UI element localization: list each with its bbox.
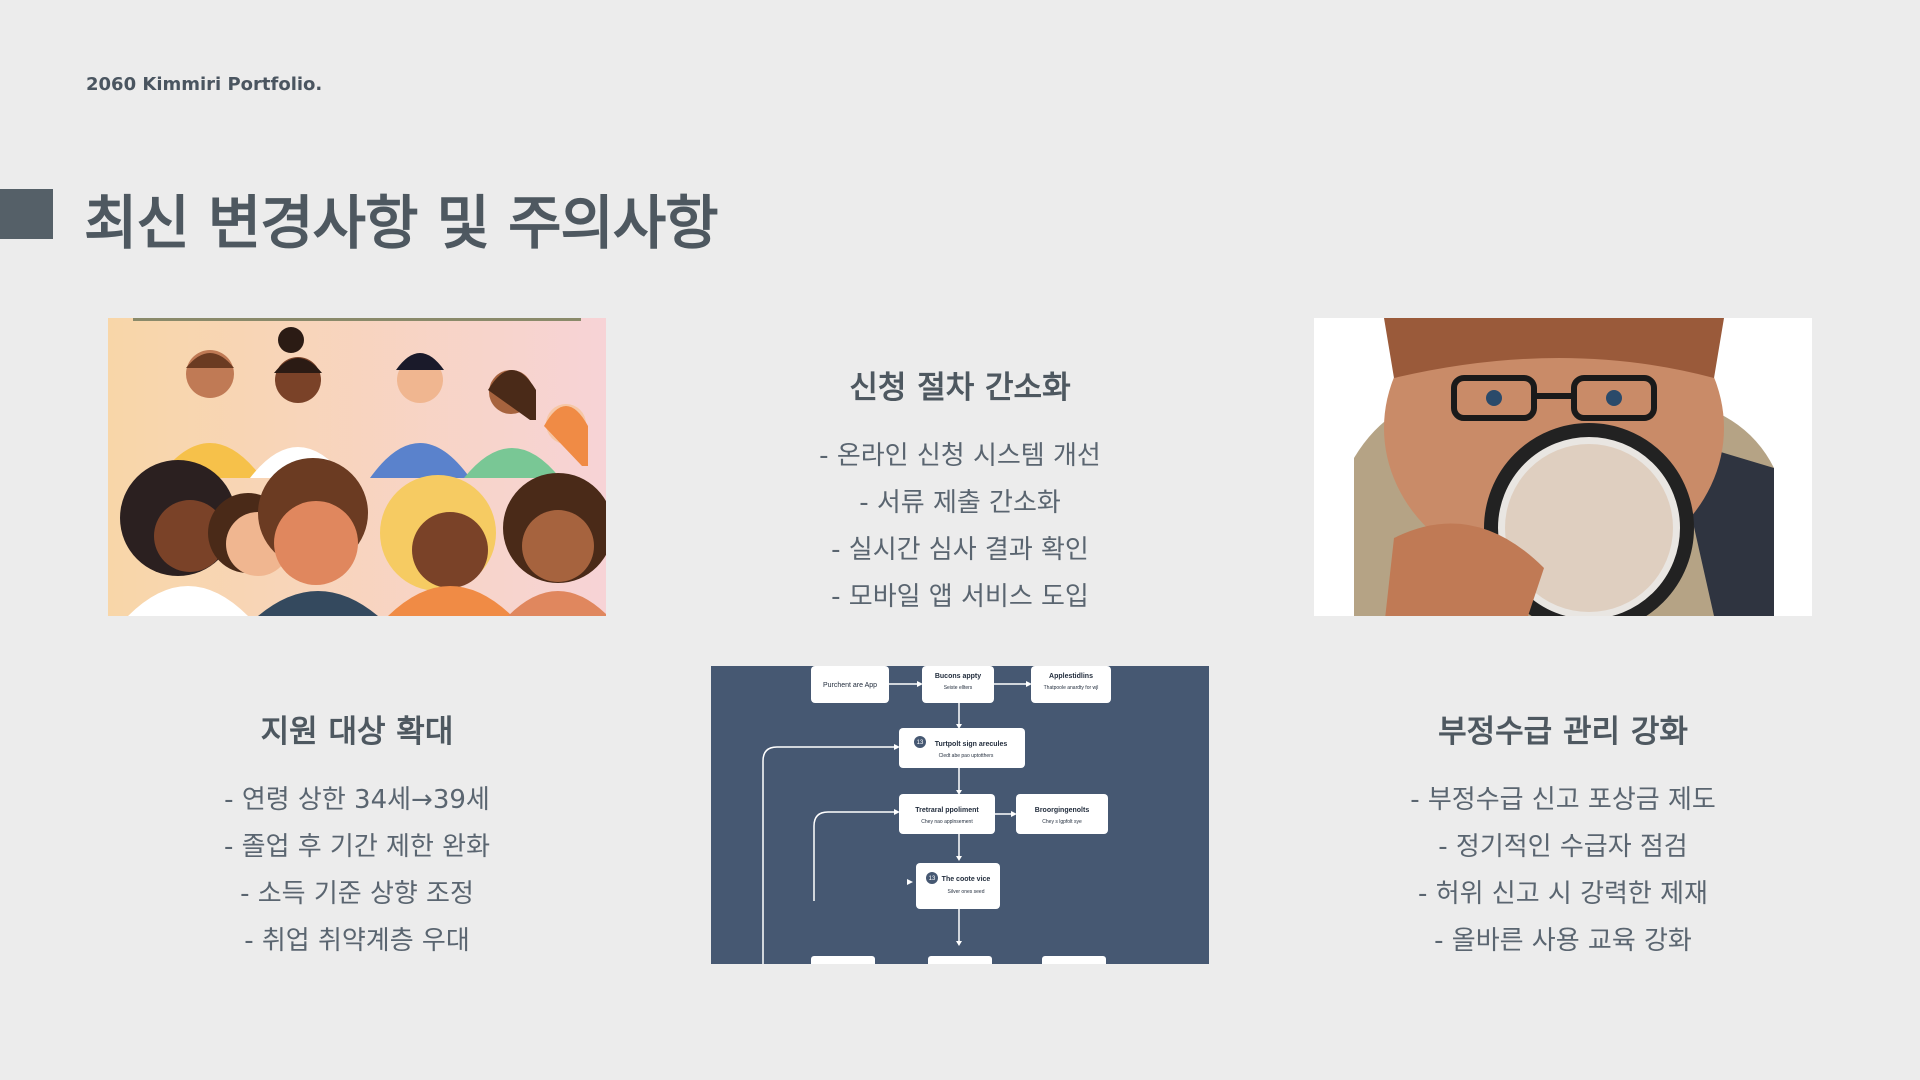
- svg-text:The coote vice: The coote vice: [942, 876, 991, 883]
- svg-text:Tretraral ppoliment: Tretraral ppoliment: [915, 807, 979, 814]
- svg-text:Seiste ellters: Seiste ellters: [944, 685, 973, 691]
- simplify-section: 신청 절차 간소화 - 온라인 신청 시스템 개선 - 서류 제출 간소화 - …: [711, 362, 1209, 621]
- people-illustration: [108, 318, 606, 616]
- svg-text:Purchent are App: Purchent are App: [823, 682, 877, 689]
- fraud-heading: 부정수급 관리 강화: [1438, 714, 1688, 750]
- list-item: - 정기적인 수급자 점검: [1438, 832, 1688, 862]
- list-item: - 실시간 심사 결과 확인: [831, 535, 1089, 565]
- svg-text:Chey s lgpfolt sye: Chey s lgpfolt sye: [1042, 819, 1082, 825]
- svg-text:13: 13: [917, 740, 924, 746]
- svg-text:Thatpoole anardty for wjl: Thatpoole anardty for wjl: [1044, 685, 1099, 691]
- title-accent-bar: [0, 189, 53, 239]
- list-item: - 올바른 사용 교육 강화: [1434, 926, 1692, 956]
- list-item: - 온라인 신청 시스템 개선: [819, 441, 1101, 471]
- svg-text:Cledt abe pao uptotthers: Cledt abe pao uptotthers: [939, 753, 994, 759]
- svg-text:Chey nao applnsement: Chey nao applnsement: [921, 819, 973, 825]
- page-title: 최신 변경사항 및 주의사항: [84, 189, 719, 257]
- expand-section: 지원 대상 확대 - 연령 상한 34세→39세 - 졸업 후 기간 제한 완화…: [108, 706, 606, 965]
- list-item: - 모바일 앱 서비스 도입: [831, 582, 1089, 612]
- fraud-section: 부정수급 관리 강화 - 부정수급 신고 포상금 제도 - 정기적인 수급자 점…: [1314, 706, 1812, 965]
- svg-text:13: 13: [929, 876, 936, 882]
- list-item: - 소득 기준 상향 조정: [240, 879, 474, 909]
- svg-text:Applestidlins: Applestidlins: [1049, 673, 1093, 680]
- list-item: - 취업 취약계층 우대: [244, 926, 470, 956]
- svg-text:Turtpolt sign arecules: Turtpolt sign arecules: [935, 741, 1008, 748]
- svg-text:Bucons appty: Bucons appty: [935, 673, 981, 680]
- svg-text:Silver ones seed: Silver ones seed: [948, 889, 985, 895]
- list-item: - 허위 신고 시 강력한 제재: [1418, 879, 1708, 909]
- flowchart-image: 13 13 Purchent are App Bucons appty Seis…: [711, 666, 1209, 964]
- list-item: - 서류 제출 간소화: [859, 488, 1061, 518]
- list-item: - 졸업 후 기간 제한 완화: [224, 832, 490, 862]
- list-item: - 부정수급 신고 포상금 제도: [1410, 785, 1716, 815]
- svg-text:Broorgingenolts: Broorgingenolts: [1035, 807, 1090, 814]
- list-item: - 연령 상한 34세→39세: [224, 785, 490, 815]
- brand-label: 2060 Kimmiri Portfolio.: [86, 74, 323, 95]
- simplify-heading: 신청 절차 간소화: [849, 370, 1071, 406]
- magnifier-photo: [1314, 318, 1812, 616]
- expand-heading: 지원 대상 확대: [260, 714, 454, 750]
